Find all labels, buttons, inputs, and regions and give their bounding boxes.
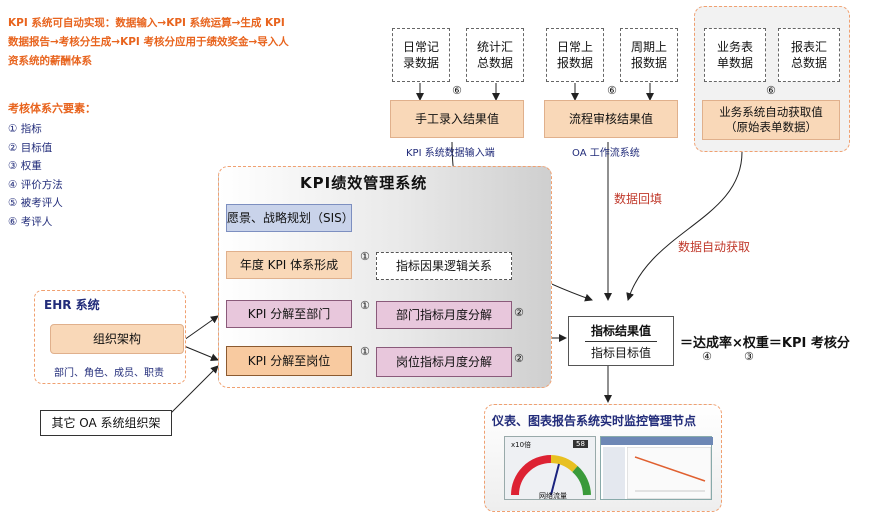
gauge-widget: x10倍 58 网络流量 — [504, 436, 596, 500]
arrow-auto-to-result — [626, 151, 743, 301]
gauge-unit-label: x10倍 — [511, 441, 532, 449]
source-business-form: 业务表单数据 — [704, 28, 766, 82]
source-daily-report: 日常上报数据 — [546, 28, 604, 82]
kpi-system-title: KPI绩效管理系统 — [300, 174, 428, 192]
gauge-graphic — [511, 455, 591, 496]
factors-list: ① 指标 ② 目标值 ③ 权重 ④ 评价方法 ⑤ 被考评人 ⑥ 考评人 — [8, 120, 63, 231]
arrow-oa-post — [169, 365, 219, 415]
marker-2-dept: ② — [514, 306, 524, 319]
caption-oa-workflow: OA 工作流系统 — [572, 148, 640, 159]
factors-title: 考核体系六要素： — [8, 102, 96, 115]
source-daily-record: 日常记录数据 — [392, 28, 450, 82]
kpi-to-post-box: KPI 分解至岗位 — [226, 346, 352, 376]
post-monthly-box: 岗位指标月度分解 — [376, 347, 512, 377]
org-structure-box: 组织架构 — [50, 324, 184, 354]
result-formula-box: 指标结果值 指标目标值 — [568, 316, 674, 366]
factor-item: ① 指标 — [8, 123, 42, 135]
arrow-ehr-dept — [183, 315, 219, 341]
source-report-summary: 报表汇总数据 — [778, 28, 840, 82]
factor-item: ③ 权重 — [8, 160, 42, 172]
formula-denominator: 指标目标值 — [590, 345, 651, 360]
ehr-system-title: EHR 系统 — [44, 298, 100, 312]
factor-item: ⑤ 被考评人 — [8, 197, 63, 209]
vision-strategy-box: 愿景、战略规划（SIS） — [226, 204, 354, 232]
dept-monthly-box: 部门指标月度分解 — [376, 301, 512, 329]
gauge-caption: 网络流量 — [539, 492, 567, 500]
marker-1-annual: ① — [360, 250, 370, 263]
process-result-box: 流程审核结果值 — [544, 100, 678, 138]
label-data-backfill: 数据回填 — [614, 192, 663, 206]
caption-kpi-input: KPI 系统数据输入端 — [406, 148, 495, 159]
chart-widget-header — [601, 437, 713, 445]
source-periodic-report: 周期上报数据 — [620, 28, 678, 82]
marker-2-post: ② — [514, 352, 524, 365]
indicator-logic-box: 指标因果逻辑关系 — [376, 252, 512, 280]
formula-equation: ＝达成率×权重＝KPI 考核分 — [680, 336, 850, 351]
other-oa-org-box: 其它 OA 系统组织架 — [40, 410, 172, 436]
marker-6-process: ⑥ — [607, 84, 617, 97]
formula-numerator: 指标结果值 — [584, 322, 657, 342]
gauge-value-readout: 58 — [573, 440, 588, 448]
arrow-ehr-post — [183, 345, 219, 362]
marker-6-manual: ⑥ — [452, 84, 462, 97]
marker-6-auto: ⑥ — [766, 84, 776, 97]
factor-item: ② 目标值 — [8, 141, 53, 154]
factor-item: ④ 评价方法 — [8, 178, 63, 191]
label-data-auto-fetch: 数据自动获取 — [678, 240, 751, 254]
annual-kpi-box: 年度 KPI 体系形成 — [226, 251, 352, 279]
marker-1-dept: ① — [360, 299, 370, 312]
chart-widget-plot — [627, 447, 711, 499]
chart-widget — [600, 436, 713, 500]
org-structure-sub: 部门、角色、成员、职责 — [54, 368, 164, 379]
intro-text: KPI 系统可自动实现：数据输入→KPI 系统运算→生成 KPI 数据报告→考核… — [8, 17, 289, 67]
dashboard-title: 仪表、图表报告系统实时监控管理节点 — [492, 414, 697, 428]
marker-1-post: ① — [360, 345, 370, 358]
factor-item: ⑥ 考评人 — [8, 215, 53, 228]
marker-4-rate: ④ — [702, 350, 712, 363]
source-statistics-summary: 统计汇总数据 — [466, 28, 524, 82]
manual-result-box: 手工录入结果值 — [390, 100, 524, 138]
gauge-needle — [550, 463, 560, 496]
auto-result-box: 业务系统自动获取值（原始表单数据） — [702, 100, 840, 140]
marker-3-weight: ③ — [744, 350, 754, 363]
kpi-to-dept-box: KPI 分解至部门 — [226, 300, 352, 328]
chart-widget-sidebar — [603, 447, 625, 499]
